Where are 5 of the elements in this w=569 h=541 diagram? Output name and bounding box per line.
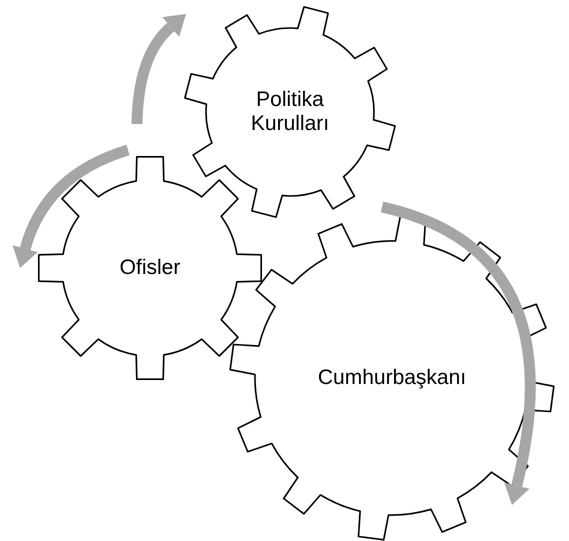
gear-label: Ofisler (118, 256, 182, 280)
gear-shape (182, 4, 398, 220)
gear-label: Cumhurbaşkanı (316, 366, 468, 390)
gear-label: Politika Kurulları (250, 88, 330, 136)
gear-shape (36, 154, 264, 382)
